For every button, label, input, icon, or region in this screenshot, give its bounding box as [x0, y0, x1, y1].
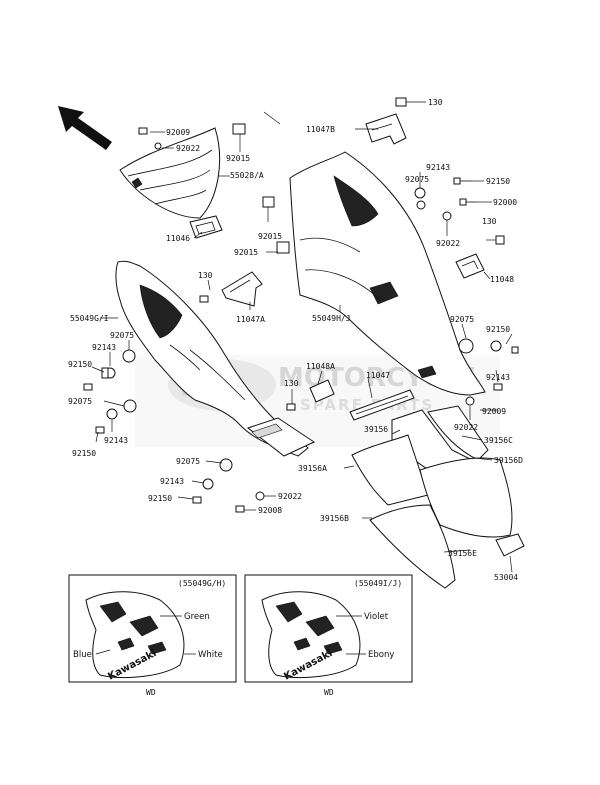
part-label: 92143	[160, 477, 184, 486]
part-label: 39156C	[484, 436, 513, 445]
part-label: 92008	[258, 506, 282, 515]
part-label: 130	[198, 271, 213, 280]
bracket-11048	[455, 253, 485, 279]
part-label: 130	[428, 98, 443, 107]
part-label: 55049H/J	[312, 314, 351, 323]
part-label: 92075	[68, 397, 92, 406]
part-label: 53004	[494, 573, 518, 582]
part-label: 55028/A	[230, 171, 264, 180]
part-label: 92015	[226, 154, 250, 163]
part-label: 92015	[258, 232, 282, 241]
inset-color-label: Blue	[73, 650, 92, 660]
part-label: 92022	[176, 144, 200, 153]
inner-panel-39156e	[419, 457, 513, 538]
part-label: 11047B	[306, 125, 335, 134]
inner-panel-39156b	[369, 504, 456, 589]
part-label: 11047A	[236, 315, 265, 324]
inset-color-label: Green	[184, 612, 210, 622]
part-label: 92075	[110, 331, 134, 340]
part-label: 92150	[148, 494, 172, 503]
part-label: 92150	[486, 325, 510, 334]
inset-code: (55049I/J)	[354, 579, 402, 588]
inset-footer: WD	[324, 688, 334, 697]
part-label: 92143	[92, 343, 116, 352]
inset-color-variant-1: (55049G/H) Kawasaki Green Blue White WD	[68, 574, 237, 697]
part-label: 92075	[450, 315, 474, 324]
part-label: 39156E	[448, 549, 477, 558]
part-label: 92022	[278, 492, 302, 501]
part-label: 39156D	[494, 456, 523, 465]
inset-color-label: Violet	[364, 612, 389, 622]
part-label: 55049G/I	[70, 314, 109, 323]
part-label: 130	[482, 217, 497, 226]
inset-code: (55049G/H)	[178, 579, 226, 588]
inset-color-label: White	[198, 650, 223, 660]
part-label: 92022	[454, 423, 478, 432]
part-label: 130	[284, 379, 299, 388]
part-label: 92150	[72, 449, 96, 458]
part-label: 11046	[166, 234, 190, 243]
part-label: 11048	[490, 275, 514, 284]
part-label: 39156B	[320, 514, 349, 523]
lower-bracket-left	[246, 417, 316, 457]
front-arrow-icon	[58, 106, 112, 150]
trim-53004	[495, 533, 525, 557]
part-label: 92143	[426, 163, 450, 172]
clip-92015-top	[232, 123, 290, 254]
leader-lines	[91, 101, 513, 573]
part-label: 11047	[366, 371, 390, 380]
part-label: 39156	[364, 425, 388, 434]
part-label: 92150	[68, 360, 92, 369]
bracket-11047a	[221, 271, 263, 307]
inset-color-variant-2: (55049I/J) Kawasaki Violet Ebony WD	[244, 574, 413, 697]
part-label: 92022	[436, 239, 460, 248]
inset-color-label: Ebony	[368, 650, 394, 660]
upper-cowl	[119, 127, 221, 219]
part-label: 39156A	[298, 464, 327, 473]
part-label: 92143	[104, 436, 128, 445]
part-labels: 130 11047B 92143 92075 92150 92000 92022…	[68, 98, 523, 582]
part-label: 11048A	[306, 362, 335, 371]
part-label: 92009	[166, 128, 190, 137]
bracket-11046	[189, 215, 223, 239]
part-label: 92009	[482, 407, 506, 416]
part-label: 92015	[234, 248, 258, 257]
part-label: 92075	[405, 175, 429, 184]
bracket-11047	[349, 389, 415, 421]
inner-panel-39156c	[427, 405, 489, 461]
right-lower-cowl	[289, 151, 486, 396]
bracket-11047b	[365, 113, 407, 145]
part-label: 92000	[493, 198, 517, 207]
inset-footer: WD	[146, 688, 156, 697]
bracket-11048a	[309, 379, 335, 403]
part-label: 92150	[486, 177, 510, 186]
part-label: 92143	[486, 373, 510, 382]
part-label: 92075	[176, 457, 200, 466]
